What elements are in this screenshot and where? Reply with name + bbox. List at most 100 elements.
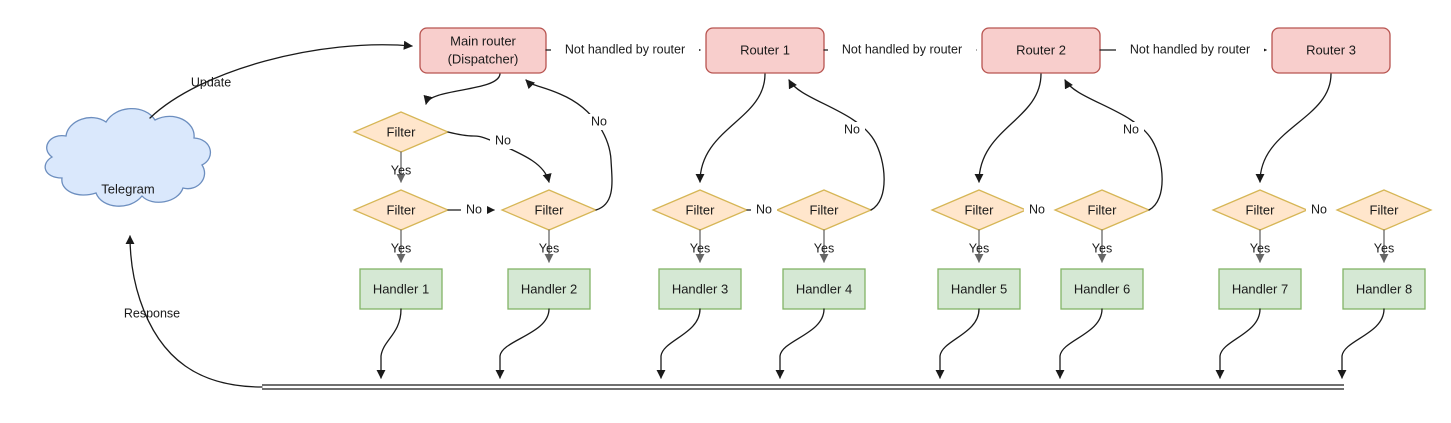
edge-label-yes-6: Yes bbox=[969, 241, 989, 255]
edge-dispatcher-to-filter-top bbox=[423, 73, 501, 105]
filter-7-label: Filter bbox=[1246, 202, 1276, 217]
node-handler7[interactable]: Handler 7 bbox=[1218, 268, 1302, 310]
handler4-label: Handler 4 bbox=[796, 281, 852, 296]
router3-box bbox=[1271, 27, 1391, 74]
edge-label-yes-7: Yes bbox=[1092, 241, 1112, 255]
edge-label-no-back-1: No bbox=[844, 122, 860, 136]
dispatcher-label-line1: Main router bbox=[450, 33, 516, 48]
node-filter-1[interactable]: Filter bbox=[352, 189, 450, 231]
handler6-box bbox=[1060, 268, 1144, 310]
filter-6-label: Filter bbox=[1088, 202, 1118, 217]
edge-label-yes-9: Yes bbox=[1374, 241, 1394, 255]
node-filter-5[interactable]: Filter bbox=[930, 189, 1028, 231]
edge-filter-2-no-to-dispatcher bbox=[525, 79, 613, 211]
label-bg-not-handled-1 bbox=[551, 41, 699, 58]
handler8-box bbox=[1342, 268, 1426, 310]
edge-handler7-to-bus bbox=[1215, 308, 1261, 379]
node-filter-2[interactable]: Filter bbox=[500, 189, 598, 231]
edge-label-yes-4: Yes bbox=[690, 241, 710, 255]
handler4-box bbox=[782, 268, 866, 310]
edge-label-yes-5: Yes bbox=[814, 241, 834, 255]
filter-1-label: Filter bbox=[387, 202, 417, 217]
edge-label-yes-8: Yes bbox=[1250, 241, 1270, 255]
filter-3-label: Filter bbox=[686, 202, 716, 217]
edge-label-response: Response bbox=[124, 306, 180, 320]
handler1-box bbox=[359, 268, 443, 310]
edge-update bbox=[149, 40, 413, 119]
node-handler3[interactable]: Handler 3 bbox=[658, 268, 742, 310]
handler3-box bbox=[658, 268, 742, 310]
edge-bus-to-telegram-response bbox=[125, 235, 263, 388]
node-filter-7[interactable]: Filter bbox=[1211, 189, 1309, 231]
label-bg-no-top bbox=[490, 133, 516, 149]
filter-4-label: Filter bbox=[810, 202, 840, 217]
edge-label-update: Update bbox=[191, 75, 231, 89]
edge-label-yes-3: Yes bbox=[539, 241, 559, 255]
node-filter-top-dispatcher[interactable]: Filter bbox=[352, 111, 450, 153]
edge-handler3-to-bus bbox=[656, 308, 701, 379]
node-telegram[interactable]: Telegram bbox=[44, 108, 212, 207]
edge-label-not-handled-3: Not handled by router bbox=[1130, 42, 1250, 56]
handler2-label: Handler 2 bbox=[521, 281, 577, 296]
edge-label-not-handled-2: Not handled by router bbox=[842, 42, 962, 56]
node-handler4[interactable]: Handler 4 bbox=[782, 268, 866, 310]
node-handler5[interactable]: Handler 5 bbox=[937, 268, 1021, 310]
edge-label-no-top-dispatcher: No bbox=[495, 133, 511, 147]
edge-handler5-to-bus bbox=[935, 308, 980, 379]
filter-top-dispatcher-label: Filter bbox=[387, 124, 417, 139]
dispatcher-label-line2: (Dispatcher) bbox=[448, 51, 519, 66]
node-filter-8[interactable]: Filter bbox=[1335, 189, 1433, 231]
handler8-label: Handler 8 bbox=[1356, 281, 1412, 296]
label-bg-no-2 bbox=[751, 202, 777, 218]
node-dispatcher[interactable]: Main router (Dispatcher) bbox=[419, 27, 547, 74]
handler1-label: Handler 1 bbox=[373, 281, 429, 296]
label-bg-no-3 bbox=[1024, 202, 1050, 218]
router2-label: Router 2 bbox=[1016, 42, 1066, 57]
node-filter-4[interactable]: Filter bbox=[775, 189, 873, 231]
edge-filter-6-no-to-router2 bbox=[1064, 79, 1163, 211]
edge-handler4-to-bus bbox=[775, 308, 825, 379]
label-bg-not-handled-2 bbox=[828, 41, 976, 58]
label-bg-no-back-1 bbox=[839, 122, 865, 138]
node-router3[interactable]: Router 3 bbox=[1271, 27, 1391, 74]
edge-label-no-4: No bbox=[1311, 202, 1327, 216]
edge-handler1-to-bus bbox=[376, 308, 402, 379]
node-filter-3[interactable]: Filter bbox=[651, 189, 749, 231]
edge-handler2-to-bus bbox=[495, 308, 550, 379]
handler7-box bbox=[1218, 268, 1302, 310]
edge-handler6-to-bus bbox=[1055, 308, 1103, 379]
label-bg-no-back-dispatcher bbox=[586, 114, 612, 130]
edge-filter-4-no-to-router1 bbox=[788, 79, 885, 211]
node-handler2[interactable]: Handler 2 bbox=[507, 268, 591, 310]
node-handler8[interactable]: Handler 8 bbox=[1342, 268, 1426, 310]
router1-label: Router 1 bbox=[740, 42, 790, 57]
node-handler6[interactable]: Handler 6 bbox=[1060, 268, 1144, 310]
edge-label-no-back-dispatcher: No bbox=[591, 114, 607, 128]
edge-router1-to-filter-3 bbox=[695, 73, 766, 183]
handler6-label: Handler 6 bbox=[1074, 281, 1130, 296]
edge-label-no-back-2: No bbox=[1123, 122, 1139, 136]
router3-label: Router 3 bbox=[1306, 42, 1356, 57]
handler5-label: Handler 5 bbox=[951, 281, 1007, 296]
edge-label-no-2: No bbox=[756, 202, 772, 216]
handler2-box bbox=[507, 268, 591, 310]
label-bg-not-handled-3 bbox=[1116, 41, 1264, 58]
node-filter-6[interactable]: Filter bbox=[1053, 189, 1151, 231]
node-router2[interactable]: Router 2 bbox=[981, 27, 1101, 74]
edge-router2-to-filter-5 bbox=[974, 73, 1042, 183]
edge-router3-to-filter-7 bbox=[1255, 73, 1332, 183]
filter-8-label: Filter bbox=[1370, 202, 1400, 217]
edge-label-yes-1: Yes bbox=[391, 163, 411, 177]
edge-label-no-3: No bbox=[1029, 202, 1045, 216]
node-handler1[interactable]: Handler 1 bbox=[359, 268, 443, 310]
handler3-label: Handler 3 bbox=[672, 281, 728, 296]
edge-handler8-to-bus bbox=[1337, 308, 1385, 379]
label-bg-no-4 bbox=[1306, 202, 1332, 218]
label-bg-no-back-2 bbox=[1118, 122, 1144, 138]
label-bg-no-1 bbox=[461, 202, 487, 218]
node-router1[interactable]: Router 1 bbox=[705, 27, 825, 74]
edge-label-no-1: No bbox=[466, 202, 482, 216]
handler7-label: Handler 7 bbox=[1232, 281, 1288, 296]
